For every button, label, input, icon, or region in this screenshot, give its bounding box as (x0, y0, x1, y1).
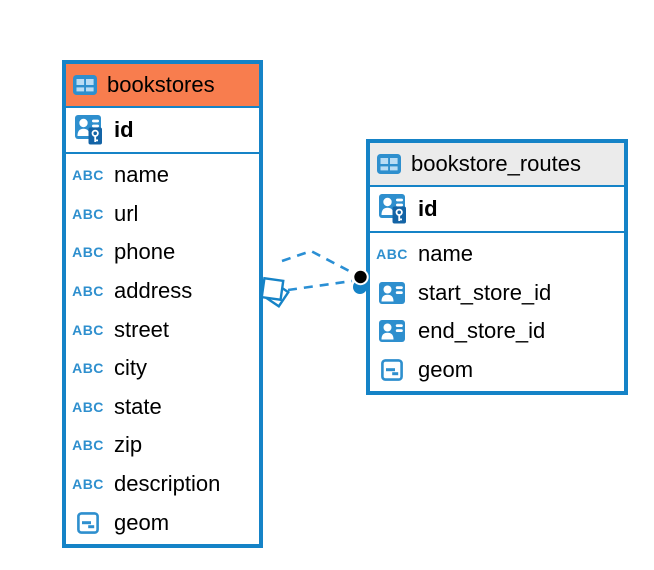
column-row-name[interactable]: ABC name (66, 156, 259, 195)
column-row-geom[interactable]: geom (66, 503, 259, 542)
column-name: name (114, 162, 170, 188)
relationship-diamond-front[interactable] (260, 276, 285, 302)
column-name: city (114, 355, 147, 381)
text-type-icon: ABC (72, 476, 104, 493)
column-name: address (114, 278, 193, 304)
column-row-state[interactable]: ABC state (66, 388, 259, 427)
reference-type-icon (374, 282, 410, 304)
column-row-address[interactable]: ABC address (66, 272, 259, 311)
table-name: bookstore_routes (411, 151, 581, 176)
geometry-type-icon (70, 512, 106, 534)
column-name: state (114, 393, 162, 419)
text-type-icon: ABC (376, 246, 408, 263)
column-row-name[interactable]: ABC name (370, 235, 624, 274)
text-type-icon: ABC (72, 360, 104, 377)
table-bookstores[interactable]: bookstores id ABC name ABC url ABC phone… (62, 60, 263, 548)
column-name: name (418, 241, 474, 267)
primary-key-icon (374, 194, 410, 224)
column-row-url[interactable]: ABC url (66, 195, 259, 234)
table-icon (376, 154, 402, 174)
column-row-description[interactable]: ABC description (66, 465, 259, 504)
column-name: street (114, 316, 170, 342)
table-bookstore-routes[interactable]: bookstore_routes id ABC name start_store… (366, 139, 628, 395)
text-type-icon: ABC (72, 244, 104, 261)
table-bookstores-header[interactable]: bookstores (66, 64, 259, 108)
text-type-icon: ABC (72, 167, 104, 184)
column-name: zip (114, 432, 143, 458)
column-name: geom (114, 509, 170, 535)
relationship-diamond-back[interactable] (263, 281, 290, 308)
text-type-icon: ABC (72, 437, 104, 454)
relationship-line-lower[interactable] (287, 279, 353, 292)
column-row-end-store-id[interactable]: end_store_id (370, 312, 624, 351)
column-row-street[interactable]: ABC street (66, 310, 259, 349)
pk-column-name: id (114, 117, 134, 142)
column-row-start-store-id[interactable]: start_store_id (370, 274, 624, 313)
column-name: geom (418, 356, 474, 382)
table-bookstore-routes-header[interactable]: bookstore_routes (370, 143, 624, 187)
column-row-city[interactable]: ABC city (66, 349, 259, 388)
table-name: bookstores (107, 72, 215, 97)
text-type-icon: ABC (72, 321, 104, 338)
text-type-icon: ABC (72, 398, 104, 415)
column-name: description (114, 471, 221, 497)
text-type-icon: ABC (72, 283, 104, 300)
column-row-zip[interactable]: ABC zip (66, 426, 259, 465)
column-name: url (114, 200, 139, 226)
pk-column-name: id (418, 196, 438, 221)
geometry-type-icon (374, 359, 410, 381)
table-icon (72, 75, 98, 95)
column-name: start_store_id (418, 279, 552, 305)
primary-key-icon (70, 115, 106, 145)
column-row-phone[interactable]: ABC phone (66, 233, 259, 272)
pk-row-id[interactable]: id (66, 108, 259, 154)
column-row-geom[interactable]: geom (370, 351, 624, 390)
column-list: ABC name ABC url ABC phone ABC address A… (66, 154, 259, 544)
relationship-line-upper[interactable] (281, 249, 354, 275)
text-type-icon: ABC (72, 205, 104, 222)
relationship-endpoint-blue-dot[interactable] (353, 280, 367, 294)
reference-type-icon (374, 320, 410, 342)
column-name: phone (114, 239, 176, 265)
column-list: ABC name start_store_id end_store_id ge (370, 233, 624, 391)
column-name: end_store_id (418, 318, 546, 344)
pk-row-id[interactable]: id (370, 187, 624, 233)
